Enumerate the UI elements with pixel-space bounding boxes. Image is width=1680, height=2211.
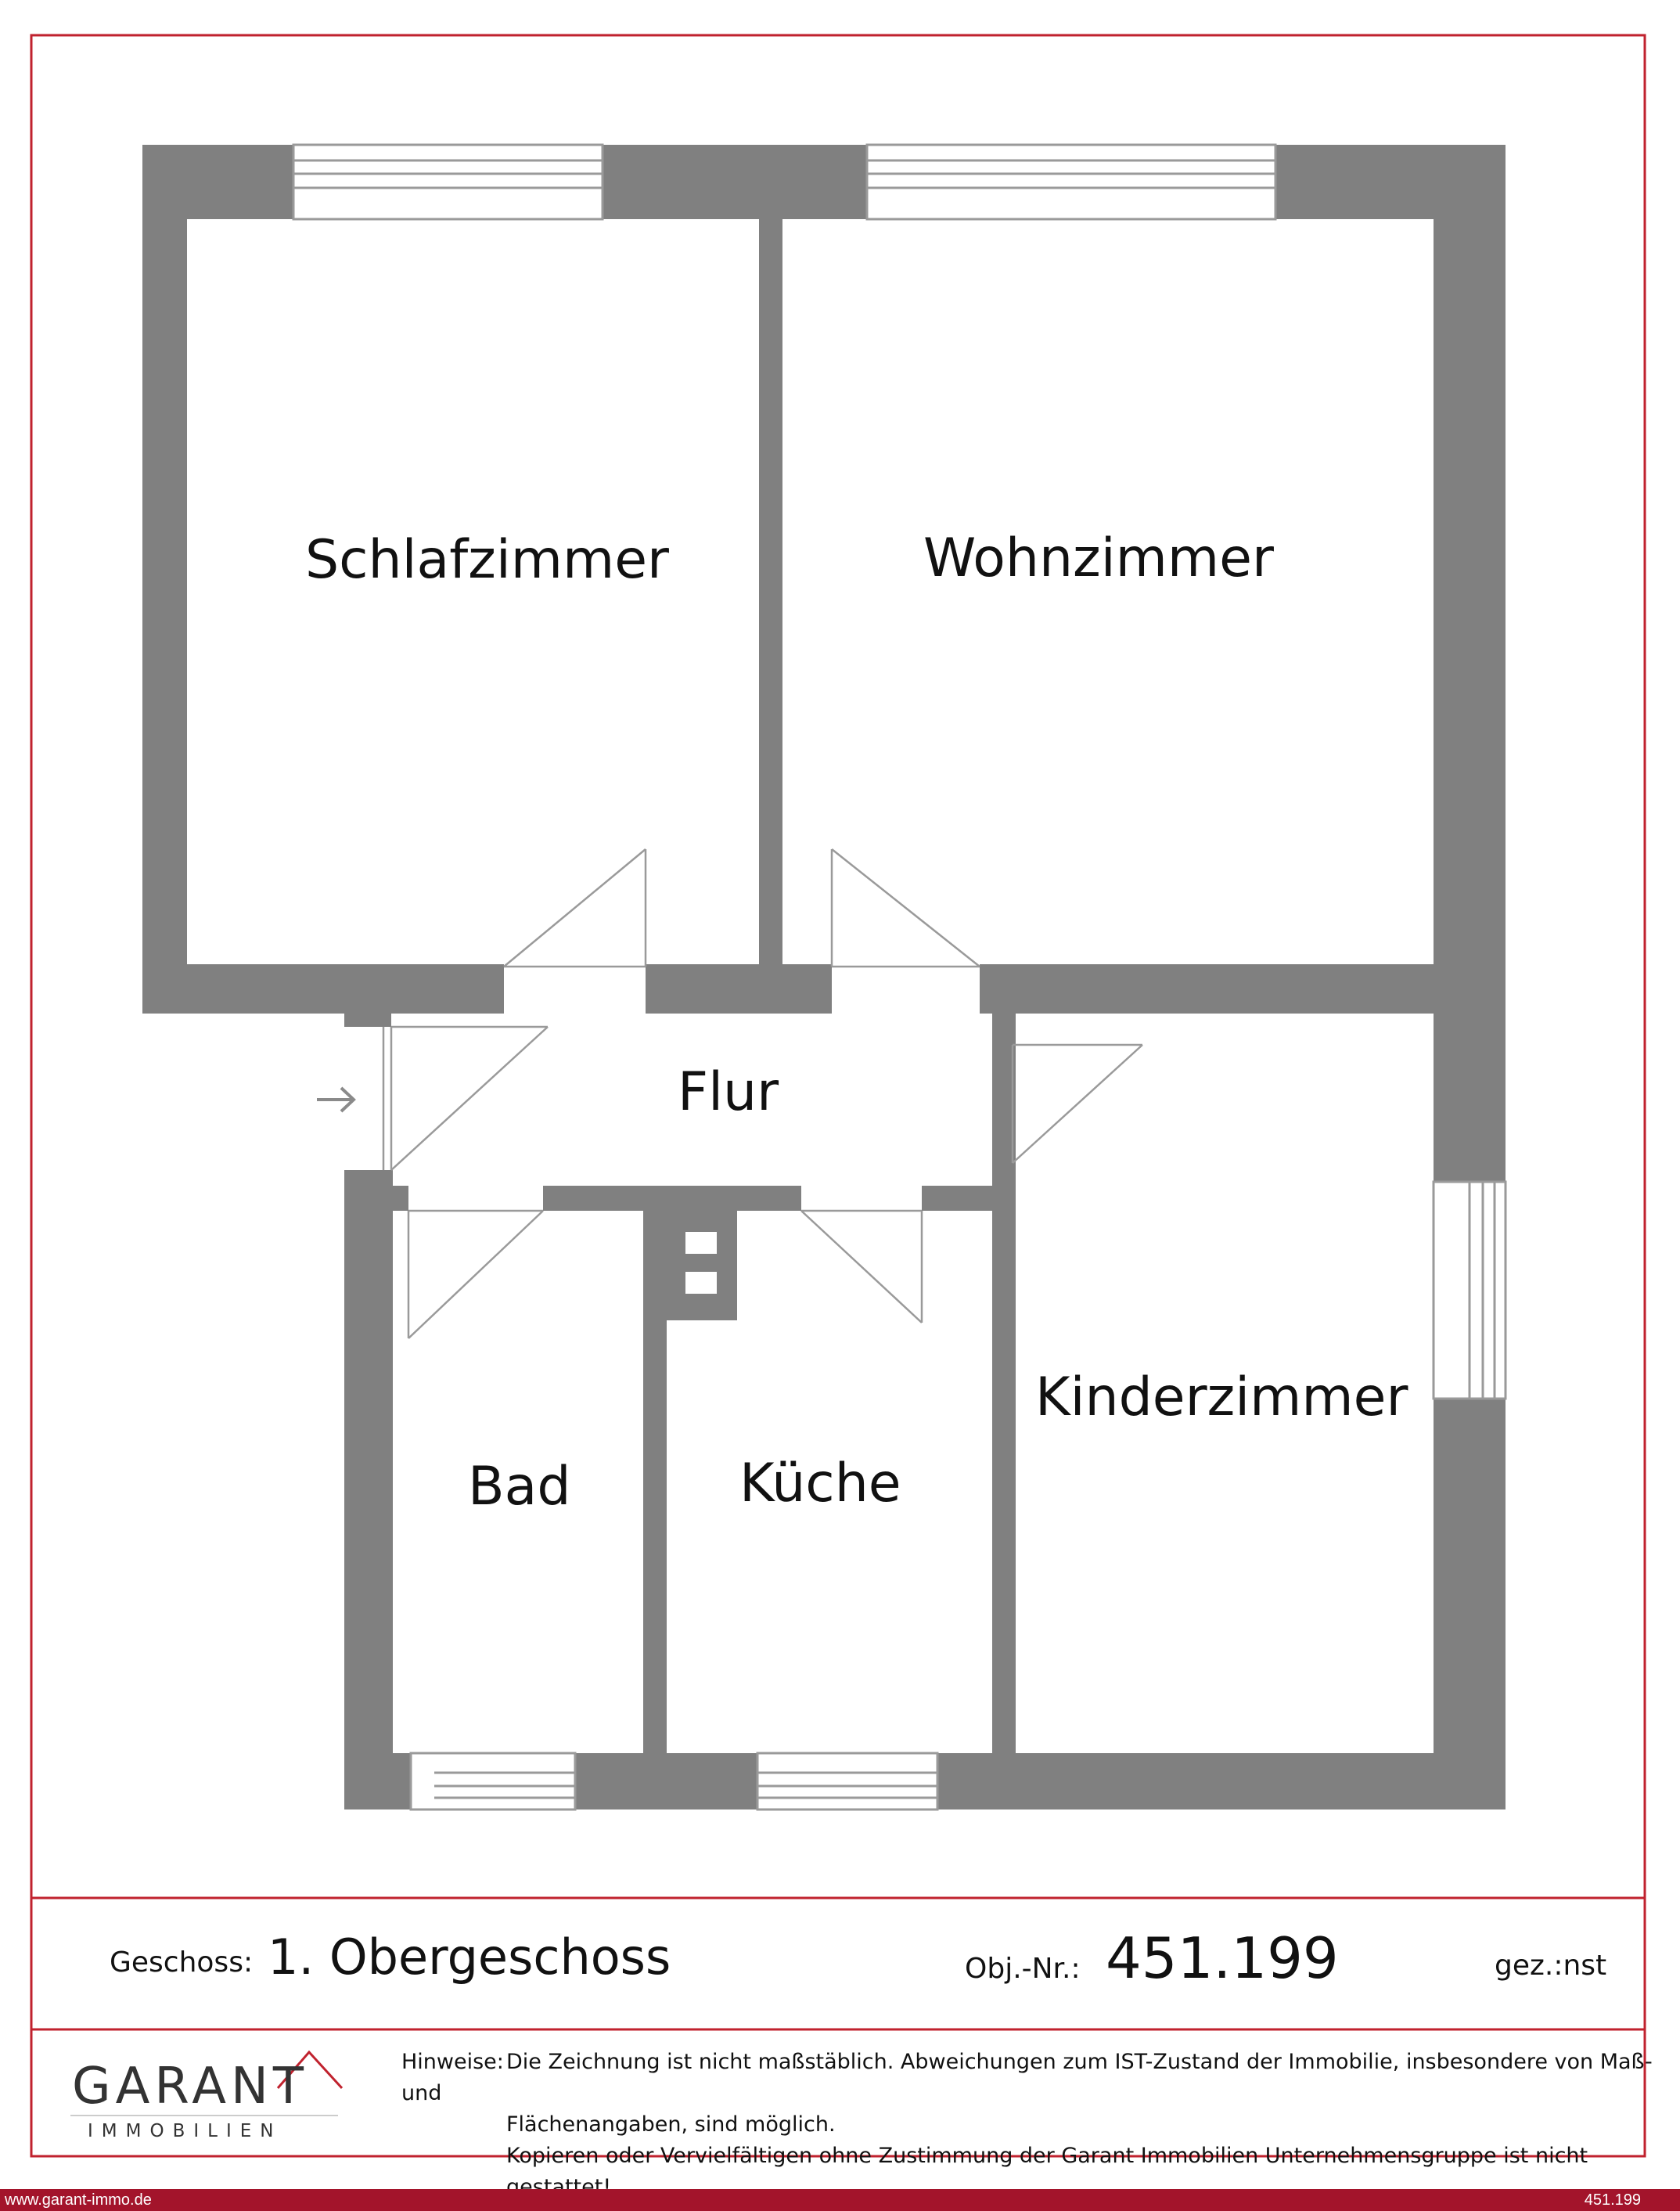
doors xyxy=(382,848,1143,1339)
door-schlafzimmer xyxy=(503,848,647,968)
logo-roof xyxy=(276,2050,344,2090)
wall-right-lower xyxy=(1434,1399,1506,1809)
room-label-kinderzimmer: Kinderzimmer xyxy=(1035,1367,1408,1428)
door-kueche xyxy=(800,1209,923,1323)
wall-center-vertical xyxy=(759,219,782,1014)
door-entrance xyxy=(382,1025,549,1171)
notes-line-2: Flächenangaben, sind möglich. xyxy=(506,2112,836,2137)
page-frame xyxy=(30,34,1646,2158)
logo-name: GARANT xyxy=(72,2058,308,2116)
door-wohnzimmer xyxy=(830,848,980,968)
wall-hall-bottom-center xyxy=(543,1186,801,1211)
window-schlafzimmer xyxy=(292,143,604,221)
chimney xyxy=(643,1211,737,1320)
wall-mid-center xyxy=(646,964,832,1014)
wall-right-upper xyxy=(1434,145,1506,1182)
floor-label: Geschoss: xyxy=(110,1946,254,1979)
wall-hall-bottom-right xyxy=(922,1186,996,1211)
wall-stub-left-top xyxy=(344,1014,391,1027)
door-kinderzimmer xyxy=(1011,1043,1143,1164)
window-kinderzimmer xyxy=(1432,1180,1507,1400)
window-kueche xyxy=(756,1752,939,1811)
walls xyxy=(142,145,1506,1809)
wall-hall-bottom-left xyxy=(393,1186,408,1211)
wall-left-lower xyxy=(344,1170,393,1809)
wall-bottom-middle xyxy=(575,1753,757,1809)
window-wohnzimmer xyxy=(865,143,1277,221)
drawn-by: gez.:nst xyxy=(1495,1950,1607,1982)
room-label-kueche: Küche xyxy=(739,1453,901,1514)
wall-bottom-right xyxy=(937,1753,1506,1809)
room-label-schlafzimmer: Schlafzimmer xyxy=(305,529,670,591)
object-number-label: Obj.-Nr.: xyxy=(965,1953,1081,1985)
bar-object-number: 451.199 xyxy=(1584,2191,1641,2209)
room-label-bad: Bad xyxy=(468,1456,571,1518)
footer-bar: www.garant-immo.de 451.199 xyxy=(0,2189,1680,2211)
chimney-flues xyxy=(685,1232,717,1294)
notes-line-1: Die Zeichnung ist nicht maßstäblich. Abw… xyxy=(401,2050,1653,2105)
door-bad xyxy=(407,1209,544,1339)
object-number-value: 451.199 xyxy=(1106,1925,1339,1991)
wall-top-middle xyxy=(603,145,867,219)
wall-mid-right xyxy=(980,964,1506,1014)
arrow-right-icon xyxy=(317,1086,356,1113)
room-label-wohnzimmer: Wohnzimmer xyxy=(923,528,1274,589)
floor-value: 1. Obergeschoss xyxy=(268,1928,671,1986)
window-bad xyxy=(409,1752,577,1811)
logo-sub: IMMOBILIEN xyxy=(88,2121,282,2141)
wall-mid-left xyxy=(142,964,504,1014)
windows xyxy=(292,143,1507,1811)
disclaimer-notes: Hinweise:Die Zeichnung ist nicht maßstäb… xyxy=(401,2047,1680,2203)
wall-bottom-left xyxy=(344,1753,411,1809)
room-label-flur: Flur xyxy=(678,1061,779,1123)
wall-left-outer xyxy=(142,145,187,1014)
notes-label: Hinweise: xyxy=(401,2050,504,2074)
website-link[interactable]: www.garant-immo.de xyxy=(5,2191,152,2209)
